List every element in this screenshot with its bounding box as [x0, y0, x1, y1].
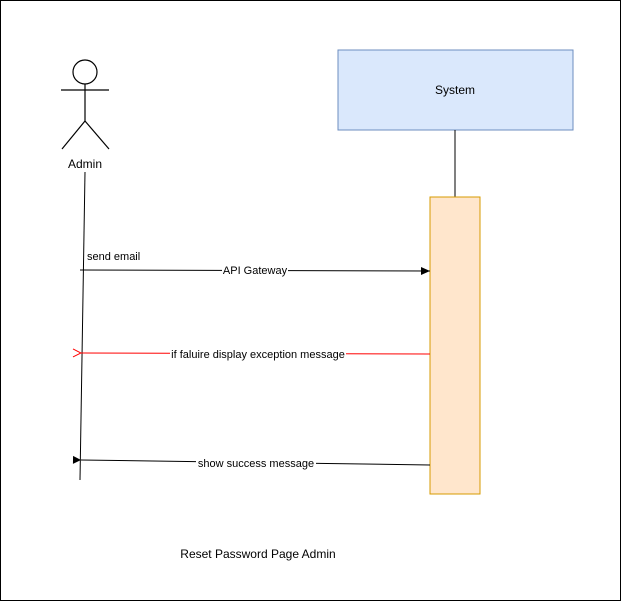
- success-label-bg: [196, 457, 316, 470]
- message-label-api-gateway: API Gateway: [223, 265, 288, 277]
- actor-left-leg: [61, 120, 86, 150]
- message-send-email: send email API Gateway: [79, 251, 431, 277]
- system-participant: System: [337, 49, 574, 131]
- message-failure: if faluire display exception message: [81, 347, 431, 361]
- message-success: show success message: [72, 455, 431, 470]
- message-label-success: show success message: [198, 458, 314, 470]
- api-gateway-label-bg: [222, 264, 288, 277]
- message-label-send-email: send email: [87, 251, 140, 263]
- actor-admin: Admin: [61, 59, 110, 171]
- actor-head: [72, 59, 98, 85]
- failure-label-bg: [170, 347, 346, 360]
- actor-label: Admin: [68, 157, 102, 171]
- message-label-failure: if faluire display exception message: [171, 349, 345, 361]
- diagram-caption: Reset Password Page Admin: [180, 547, 335, 561]
- system-label: System: [435, 83, 475, 97]
- system-box: [337, 49, 574, 131]
- actor-right-leg: [84, 120, 110, 150]
- actor-lifeline: [79, 171, 86, 481]
- activation-bar: [429, 196, 481, 495]
